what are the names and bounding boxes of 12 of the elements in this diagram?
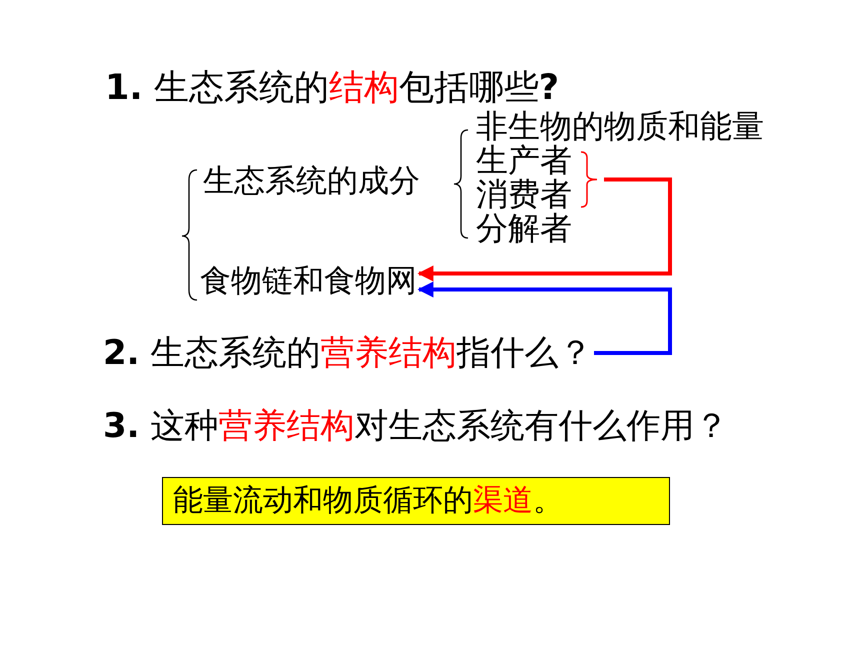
category-text: 生态系统的成分 [203,166,420,197]
question-text: 3. 这种营养结构对生态系统有什么作用？ [103,409,728,443]
answer-box: 能量流动和物质循环的渠道。 [162,477,670,525]
item-text: 非生物的物质和能量 [476,110,764,142]
category-text: 食物链和食物网 [200,266,417,297]
question-text: 1. 生态系统的结构包括哪些? [105,71,560,106]
question-text: 2. 生态系统的营养结构指什么？ [103,336,592,370]
item-text: 分解者 [476,212,572,244]
item-text: 消费者 [476,178,572,210]
item-text: 生产者 [476,144,572,176]
arrow [417,282,672,355]
arrow [417,178,672,282]
